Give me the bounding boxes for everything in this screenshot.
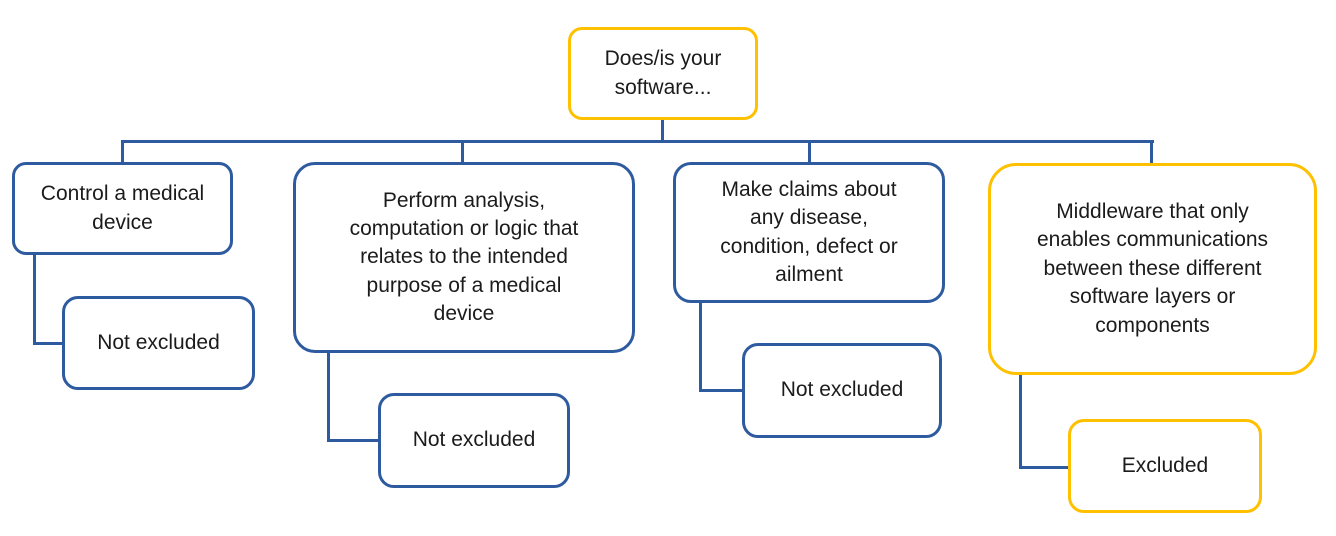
connector-branch-1-elbow-v (33, 255, 36, 345)
connector-drop-branch-1 (121, 140, 124, 163)
connector-branch-1-elbow-h (33, 342, 62, 345)
node-perform-analysis: Perform analysis, computation or logic t… (293, 162, 635, 353)
result-perform-analysis: Not excluded (378, 393, 570, 488)
connector-branch-3-elbow-h (699, 389, 742, 392)
connector-drop-branch-3 (808, 140, 811, 163)
connector-drop-branch-2 (461, 140, 464, 163)
node-control-medical-device: Control a medical device (12, 162, 233, 255)
connector-branch-2-elbow-h (327, 439, 378, 442)
node-root-question: Does/is your software... (568, 27, 758, 120)
connector-branch-3-elbow-v (699, 303, 702, 392)
connector-root-stem (661, 118, 664, 143)
connector-bus (121, 140, 1154, 143)
connector-branch-2-elbow-v (327, 353, 330, 442)
connector-branch-4-elbow-v (1019, 375, 1022, 469)
result-control-medical-device: Not excluded (62, 296, 255, 390)
connector-drop-branch-4 (1150, 140, 1153, 164)
connector-branch-4-elbow-h (1019, 466, 1068, 469)
result-make-claims: Not excluded (742, 343, 942, 438)
node-make-claims: Make claims about any disease, condition… (673, 162, 945, 303)
result-middleware-excluded: Excluded (1068, 419, 1262, 513)
node-middleware: Middleware that only enables communicati… (988, 163, 1317, 375)
